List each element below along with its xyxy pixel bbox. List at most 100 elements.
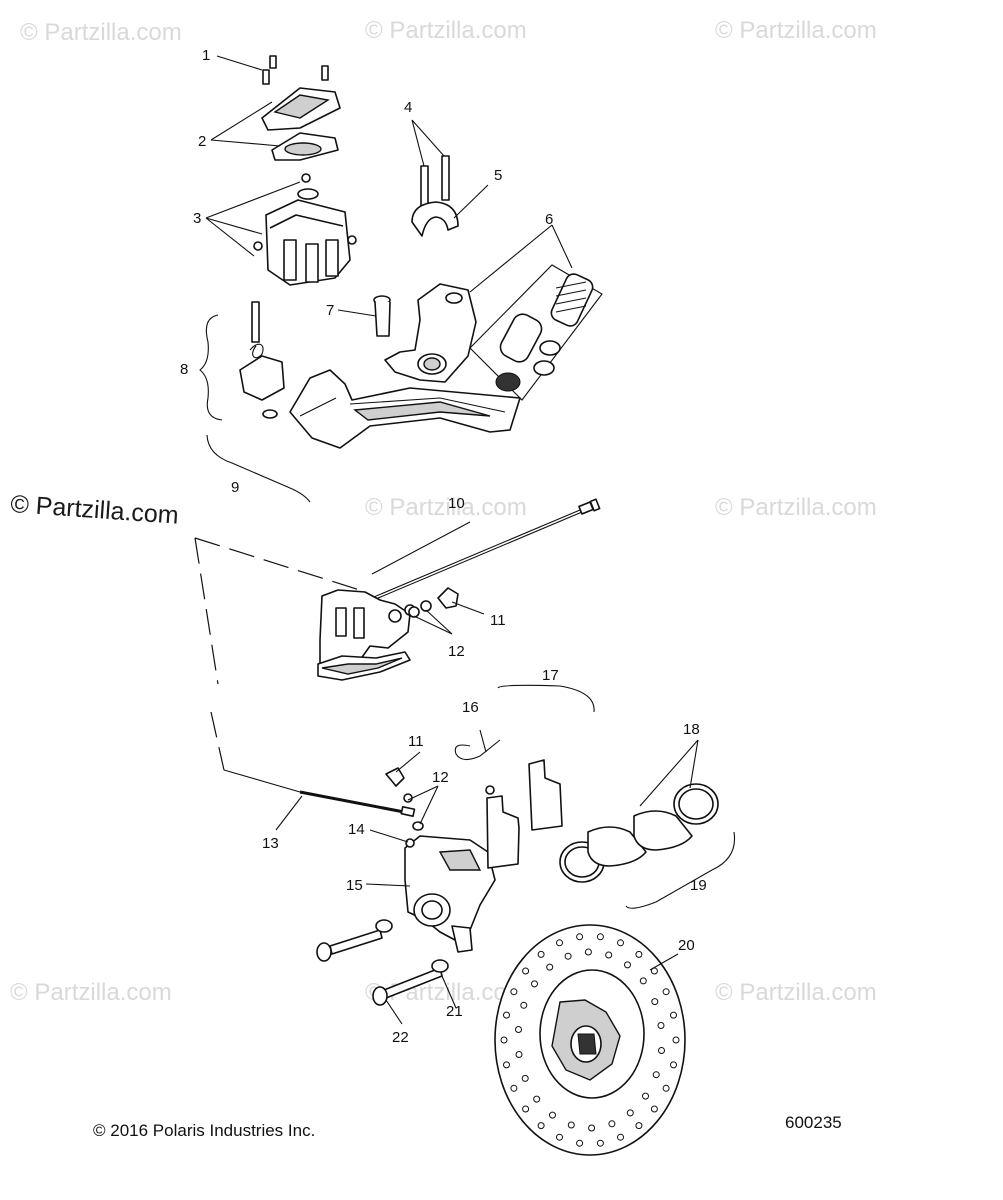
watermark-group: © Partzilla.com © Partzilla.com © Partzi…: [10, 17, 877, 1006]
rotor-hole: [670, 1061, 677, 1069]
brace-9: [206, 434, 311, 503]
rotor-hole: [533, 1095, 541, 1103]
rotor-hole: [670, 1011, 677, 1019]
rotor-hole: [500, 1036, 508, 1044]
callout-22: 22: [392, 1029, 409, 1046]
brake-hose: [194, 537, 416, 817]
watermark: © Partzilla.com: [715, 494, 877, 521]
callout-7: 7: [326, 302, 334, 319]
callout-4: 4: [404, 99, 412, 116]
rotor-hole: [672, 1036, 680, 1044]
rotor-hole: [635, 1122, 643, 1130]
watermark: © Partzilla.com: [715, 17, 877, 44]
rotor-hole: [608, 1120, 616, 1128]
brace-17: [497, 684, 595, 713]
callout-5: 5: [494, 167, 502, 184]
callout-11-lower: 11: [408, 733, 424, 750]
watermark: © Partzilla.com: [10, 979, 172, 1006]
reservoir-cover: [261, 87, 341, 161]
rotor-hole: [596, 933, 604, 941]
rotor-hole: [651, 998, 659, 1006]
rotor-hole: [515, 1026, 522, 1033]
rotor-hole: [521, 1074, 529, 1082]
rotor-hole: [522, 1105, 530, 1113]
rotor-hole: [515, 1051, 523, 1058]
master-cylinder-body: [253, 173, 357, 286]
rotor-hole: [662, 1084, 670, 1092]
brake-lever: [289, 369, 521, 449]
rotor-hole: [652, 1071, 660, 1079]
brake-pads: [454, 739, 563, 869]
rotor-hole: [537, 950, 545, 958]
callout-3: 3: [193, 210, 201, 227]
rotor-hole: [503, 1061, 510, 1069]
lever-bracket: [384, 283, 477, 383]
rotor-hole: [605, 951, 613, 959]
leader-lines: [205, 55, 699, 1025]
sensor-cable: [361, 498, 601, 605]
brace-19: [625, 831, 736, 909]
callout-12: 12: [448, 643, 465, 660]
rotor-hole: [522, 967, 530, 975]
callout-1: 1: [202, 47, 210, 64]
callout-13: 13: [262, 835, 279, 852]
brake-caliper: [404, 835, 496, 953]
brace-8: [199, 314, 223, 421]
rotor-hole: [617, 1133, 624, 1141]
rotor-hole: [635, 950, 643, 958]
callout-9: 9: [231, 479, 239, 496]
rotor-hole: [556, 1133, 563, 1141]
watermark: © Partzilla.com: [20, 19, 182, 46]
rotor-hole: [657, 1022, 665, 1029]
callout-15: 15: [346, 877, 363, 894]
callout-10: 10: [448, 495, 465, 512]
callout-18: 18: [683, 721, 700, 738]
diagram-id: 600235: [785, 1113, 842, 1132]
rotor-hole: [510, 988, 518, 996]
brake-switch: [239, 301, 285, 419]
piston-spring: [550, 273, 594, 327]
callout-21: 21: [446, 1003, 463, 1020]
piston-kit: [469, 264, 603, 401]
rotor-hole: [662, 988, 670, 996]
rotor-hole: [658, 1047, 665, 1054]
master-cylinder-assembly: [317, 589, 416, 681]
rotor-hole: [564, 952, 572, 960]
rotor-hole: [626, 1109, 634, 1117]
screws-1: [262, 55, 329, 85]
rotor-holes: [500, 933, 680, 1147]
rotor-hole: [531, 980, 538, 988]
copyright-text: © 2016 Polaris Industries Inc.: [93, 1121, 315, 1140]
rotor-hole: [650, 1105, 658, 1113]
rotor-hole: [567, 1121, 575, 1129]
caliper-pistons: [559, 783, 719, 883]
rotor-hole: [537, 1122, 545, 1130]
callout-17: 17: [542, 667, 559, 684]
rotor-hole: [556, 939, 563, 947]
rotor-hole: [520, 1001, 528, 1009]
callout-6: 6: [545, 211, 553, 228]
rotor-hole: [624, 961, 631, 969]
callout-labels: 1 2 3 4 5 6 7 8 9 10 11 12 13 14 15 16 1…: [180, 47, 707, 1046]
callout-14: 14: [348, 821, 365, 838]
watermark: © Partzilla.com: [365, 494, 527, 521]
callout-2: 2: [198, 133, 206, 150]
callout-20: 20: [678, 937, 695, 954]
rotor-hole: [588, 1124, 596, 1132]
rotor-hole: [639, 977, 647, 985]
banjo-bolt-lower: [385, 767, 424, 831]
rotor-hole: [549, 1111, 556, 1119]
watermark-main: © Partzilla.com: [10, 490, 180, 530]
callout-16: 16: [462, 699, 479, 716]
watermark: © Partzilla.com: [365, 17, 527, 44]
watermark: © Partzilla.com: [715, 979, 877, 1006]
banjo-bolt-top: [408, 587, 459, 618]
rotor-hole: [503, 1011, 510, 1019]
rotor-hole: [642, 1092, 649, 1100]
clamp-bolts: [411, 155, 459, 237]
rotor-hole: [596, 1139, 604, 1147]
rotor-hole: [576, 1139, 584, 1147]
rotor-hole: [584, 948, 592, 956]
rotor-hole: [510, 1084, 518, 1092]
